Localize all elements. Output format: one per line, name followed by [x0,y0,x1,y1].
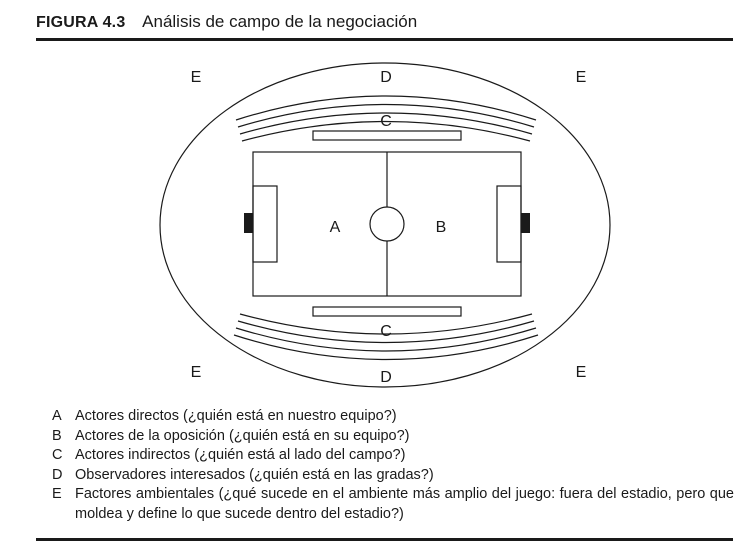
legend-key: E [52,486,62,502]
penalty-area-left [252,185,278,263]
stands-bottom [233,313,539,361]
label-e-top-left: E [191,69,202,86]
sideline-bench-bottom [312,306,462,317]
figure-number: FIGURA 4.3 [36,14,126,31]
label-c-top: C [380,113,392,130]
label-b: B [436,219,447,236]
legend-text: Factores ambientales (¿qué sucede en el … [75,486,734,522]
legend-text: Observadores interesados (¿quién está en… [75,466,434,483]
legend-text: Actores directos (¿quién está en nuestro… [75,408,397,424]
label-c-bottom: C [380,323,392,340]
label-e-bottom-left: E [191,364,202,381]
legend-key: B [52,427,62,444]
legend-item: A Actores directos (¿quién está en nuest… [52,407,734,427]
environment-ellipse [159,62,611,388]
penalty-area-right [496,185,522,263]
top-rule [36,38,733,41]
figure-title: Análisis de campo de la negociación [142,12,418,31]
figure-caption: FIGURA 4.3 Análisis de campo de la negoc… [36,12,417,33]
legend-item: C Actores indirectos (¿quién está al lad… [52,446,734,466]
label-a: A [330,219,341,236]
legend-key: D [52,466,63,483]
legend-key: A [52,408,62,424]
label-e-bottom-right: E [576,364,587,381]
playing-field [244,151,530,297]
legend-item: B Actores de la oposición (¿quién está e… [52,427,734,447]
goal-left [244,213,253,233]
legend-key: C [52,447,63,463]
label-d-top: D [380,69,392,86]
legend-text: Actores de la oposición (¿quién está en … [75,427,410,444]
legend: A Actores directos (¿quién está en nuest… [52,407,734,524]
label-d-bottom: D [380,369,392,386]
legend-item: D Observadores interesados (¿quién está … [52,466,734,486]
bottom-rule [36,538,733,541]
sideline-bench-top [312,130,462,141]
legend-text: Actores indirectos (¿quién está al lado … [75,447,406,463]
stands-top [235,95,537,142]
goal-right [521,213,530,233]
label-e-top-right: E [576,69,587,86]
legend-item: E Factores ambientales (¿qué sucede en e… [52,485,734,524]
